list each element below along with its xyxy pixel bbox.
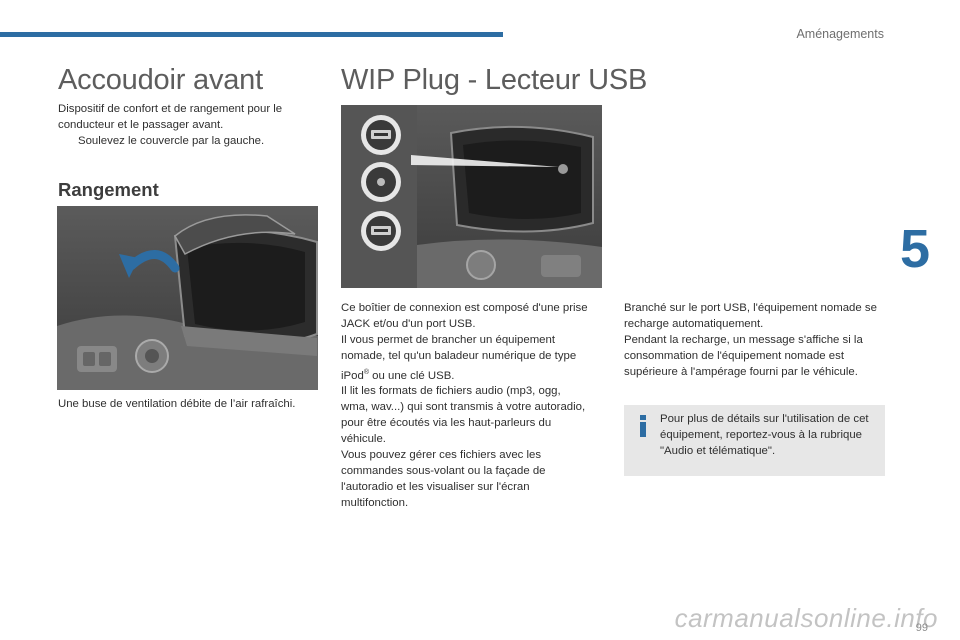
- description-line-1: Ce boîtier de connexion est composé d'un…: [341, 302, 588, 330]
- accoudoir-intro-block: Dispositif de confort et de rangement po…: [58, 102, 320, 150]
- description-line-3: Il lit les formats de fichiers audio (mp…: [341, 385, 586, 446]
- bullet-marker-icon: [58, 134, 78, 150]
- usb-jack-photo: [341, 105, 602, 288]
- bullet-text: Soulevez le couvercle par la gauche.: [78, 134, 265, 147]
- chapter-number: 5: [900, 219, 931, 279]
- header-accent-bar: [0, 32, 503, 37]
- info-box: Pour plus de détails sur l'utilisation d…: [624, 405, 885, 476]
- bullet-item: Soulevez le couvercle par la gauche.: [58, 134, 320, 150]
- description-line-2: Il vous permet de brancher un équipement…: [341, 333, 591, 385]
- wip-plug-description: Ce boîtier de connexion est composé d'un…: [341, 301, 591, 512]
- info-text: Pour plus de détails sur l'utilisation d…: [660, 413, 869, 457]
- charging-description: Branché sur le port USB, l'équipement no…: [624, 301, 886, 381]
- page-title-wip-plug: WIP Plug - Lecteur USB: [341, 64, 648, 96]
- charging-line-1: Branché sur le port USB, l'équipement no…: [624, 302, 877, 330]
- registered-mark: ®: [363, 368, 369, 376]
- subtitle-rangement: Rangement: [58, 179, 159, 200]
- info-icon: [640, 415, 646, 437]
- watermark: carmanualsonline.info: [674, 603, 938, 633]
- ipod-word: iPod: [341, 369, 364, 382]
- connector-location-marker: [558, 164, 568, 174]
- page-title-accoudoir: Accoudoir avant: [58, 64, 263, 96]
- page-number: 99: [915, 622, 928, 634]
- charging-line-2: Pendant la recharge, un message s'affich…: [624, 333, 863, 378]
- armrest-storage-photo: [57, 206, 318, 390]
- section-label: Aménagements: [796, 27, 884, 41]
- description-line-2-end: ou une clé USB.: [372, 369, 455, 382]
- description-line-4: Vous pouvez gérer ces fichiers avec les …: [341, 448, 546, 509]
- accoudoir-intro-text: Dispositif de confort et de rangement po…: [58, 103, 283, 131]
- rangement-caption: Une buse de ventilation débite de l’air …: [58, 398, 296, 410]
- arrow-head-icon: [119, 254, 139, 278]
- description-line-2-text: Il vous permet de brancher un équipement…: [341, 333, 577, 362]
